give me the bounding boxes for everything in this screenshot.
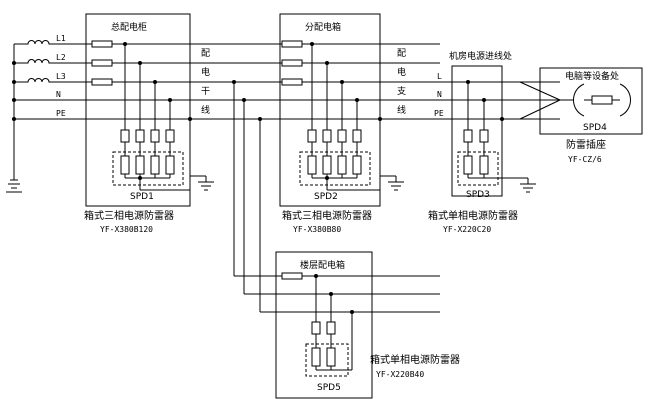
inductor-coil-l2: [14, 59, 54, 64]
fuse-sub-l2: [281, 59, 303, 67]
fuse-sub-l3: [281, 78, 303, 86]
trunk-char-3: 干: [201, 86, 210, 97]
computer-model: YF-CZ/6: [568, 155, 602, 164]
incoming-feeders: [6, 40, 54, 193]
floor-panel-caption: 箱式单相电源防雷器: [370, 353, 460, 366]
phase-label-n: N: [56, 90, 61, 99]
room-spd-label: SPD3: [466, 190, 490, 200]
spd2-arrester: [299, 42, 382, 191]
computer-title: 电脑等设备处: [565, 70, 619, 82]
room-branch-lines: [430, 65, 561, 197]
phase-label-l3: L3: [56, 72, 66, 81]
main-panel-caption: 箱式三相电源防雷器: [84, 209, 174, 222]
main-panel-title: 总配电柜: [111, 21, 147, 33]
fuse-main-l2: [91, 59, 113, 67]
phase-label-pe: PE: [56, 109, 66, 118]
main-panel-spd-label: SPD1: [130, 192, 154, 202]
inductor-coil-l3: [14, 78, 54, 83]
branch-char-2: 电: [397, 66, 406, 78]
fuse-main-l1: [91, 40, 113, 48]
room-caption: 箱式单相电源防雷器: [428, 209, 518, 222]
room-line-n: N: [437, 90, 442, 99]
ground-symbol-room: [502, 177, 536, 193]
sub-panel-caption: 箱式三相电源防雷器: [282, 209, 372, 222]
spd1-arrester: [112, 42, 192, 191]
main-panel-model: YF-X380B120: [100, 225, 153, 234]
sub-panel-model: YF-X380B80: [293, 225, 341, 234]
floor-panel-spd-label: SPD5: [317, 383, 341, 393]
computer-caption: 防雷插座: [566, 138, 606, 151]
inductor-coil-l1: [14, 40, 54, 45]
room-line-pe: PE: [434, 109, 444, 118]
spd5-arrester: [305, 274, 354, 377]
room-title: 机房电源进线处: [449, 50, 512, 62]
main-bus-lines: [14, 40, 440, 120]
sub-panel-spd-label: SPD2: [314, 192, 338, 202]
room-line-l: L: [437, 72, 442, 81]
trunk-char-2: 电: [201, 66, 210, 78]
branch-char-1: 配: [397, 48, 406, 59]
floor-feeder-lines: [232, 80, 440, 313]
trunk-char-4: 线: [201, 104, 210, 116]
floor-panel-model: YF-X220B40: [376, 370, 424, 379]
branch-char-3: 支: [397, 85, 406, 97]
phase-label-l1: L1: [56, 34, 66, 43]
ground-symbol-sub: [380, 175, 404, 191]
spd4-plug-symbol: [560, 83, 631, 117]
fuse-sub-l1: [281, 40, 303, 48]
fuse-floor-l: [281, 272, 303, 280]
computer-spd-label: SPD4: [583, 123, 607, 133]
ground-symbol-main: [190, 175, 214, 191]
floor-panel-title: 楼层配电箱: [300, 259, 345, 271]
room-inlet-frame: [451, 65, 503, 197]
room-model: YF-X220C20: [443, 225, 491, 234]
sub-panel-title: 分配电箱: [305, 21, 341, 33]
phase-label-l2: L2: [56, 53, 66, 62]
trunk-char-1: 配: [201, 48, 210, 59]
fuse-main-l3: [91, 78, 113, 86]
branch-char-4: 线: [397, 104, 406, 116]
